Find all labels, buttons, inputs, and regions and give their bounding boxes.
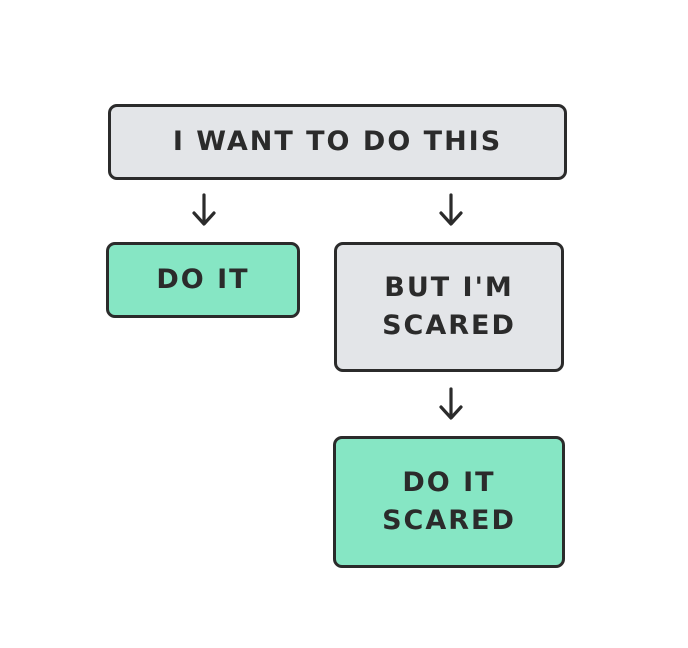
node-i-want-to-do-this: I WANT TO DO THIS <box>108 104 567 180</box>
node-do-it: DO IT <box>106 242 300 318</box>
arrow-down-icon <box>436 386 466 422</box>
node-label-line-2: SCARED <box>382 505 516 536</box>
arrow-down-icon <box>436 192 466 228</box>
arrow-down-icon <box>189 192 219 228</box>
node-but-im-scared: BUT I'M SCARED <box>334 242 564 372</box>
node-label-line-1: BUT I'M <box>384 272 514 303</box>
node-label: DO IT <box>156 264 250 295</box>
node-label: I WANT TO DO THIS <box>172 126 503 157</box>
node-label-line-2: SCARED <box>382 310 516 341</box>
node-label-line-1: DO IT <box>402 467 496 498</box>
node-do-it-scared: DO IT SCARED <box>333 436 565 568</box>
